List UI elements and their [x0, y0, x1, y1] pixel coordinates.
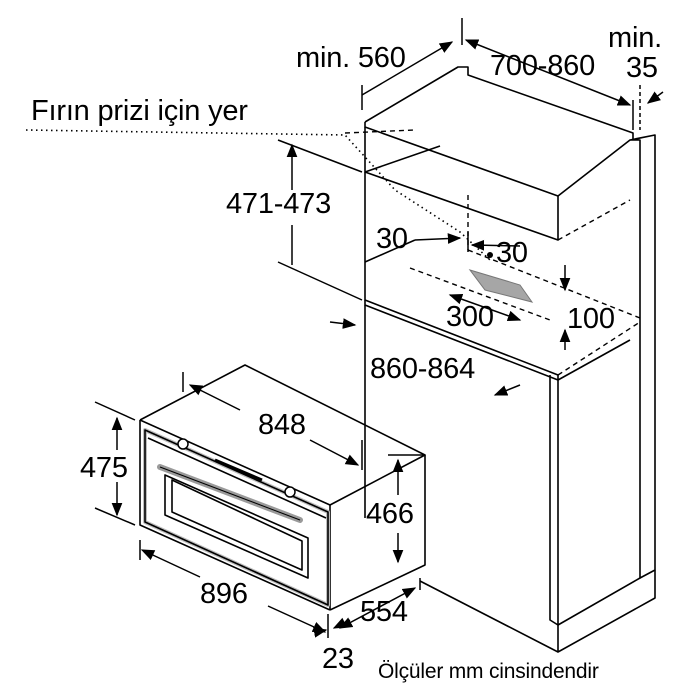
socket-width-label: 300 [446, 301, 494, 333]
cabinet-width-label: 700-860 [490, 50, 596, 82]
socket-offset-right-label: 30 [496, 237, 528, 269]
oven-depth-label: 554 [360, 596, 408, 628]
rear-gap-min-label: min. [608, 22, 662, 54]
socket-offset-left-label: 30 [376, 223, 408, 255]
oven-body-height-label: 466 [366, 498, 414, 530]
oven-dimension-lines [94, 372, 425, 638]
cabinet-depth-min-label: min. 560 [296, 42, 406, 74]
niche-width-label: 860-864 [370, 353, 476, 385]
dashed-socket-zone [344, 129, 641, 376]
oven-details [157, 438, 303, 523]
oven [139, 364, 426, 611]
socket-height-label: 100 [567, 303, 615, 335]
socket-area [468, 269, 534, 303]
oven-width-label: 848 [258, 409, 306, 441]
niche-height-label: 471-473 [226, 188, 332, 220]
left-knob [177, 438, 189, 450]
door-thickness-label: 23 [322, 643, 354, 675]
rear-gap-value-label: 35 [626, 52, 658, 84]
dimension-lines [277, 18, 664, 396]
display-panel [214, 458, 263, 482]
oven-front-width-label: 896 [200, 578, 248, 610]
socket-marker [487, 252, 493, 258]
units-note: Ölçüler mm cinsindendir [378, 660, 599, 683]
oven-total-height-label: 475 [80, 452, 128, 484]
right-knob [284, 486, 296, 498]
socket-note-label: Fırın prizi için yer [31, 95, 248, 127]
cabinet [364, 66, 656, 653]
